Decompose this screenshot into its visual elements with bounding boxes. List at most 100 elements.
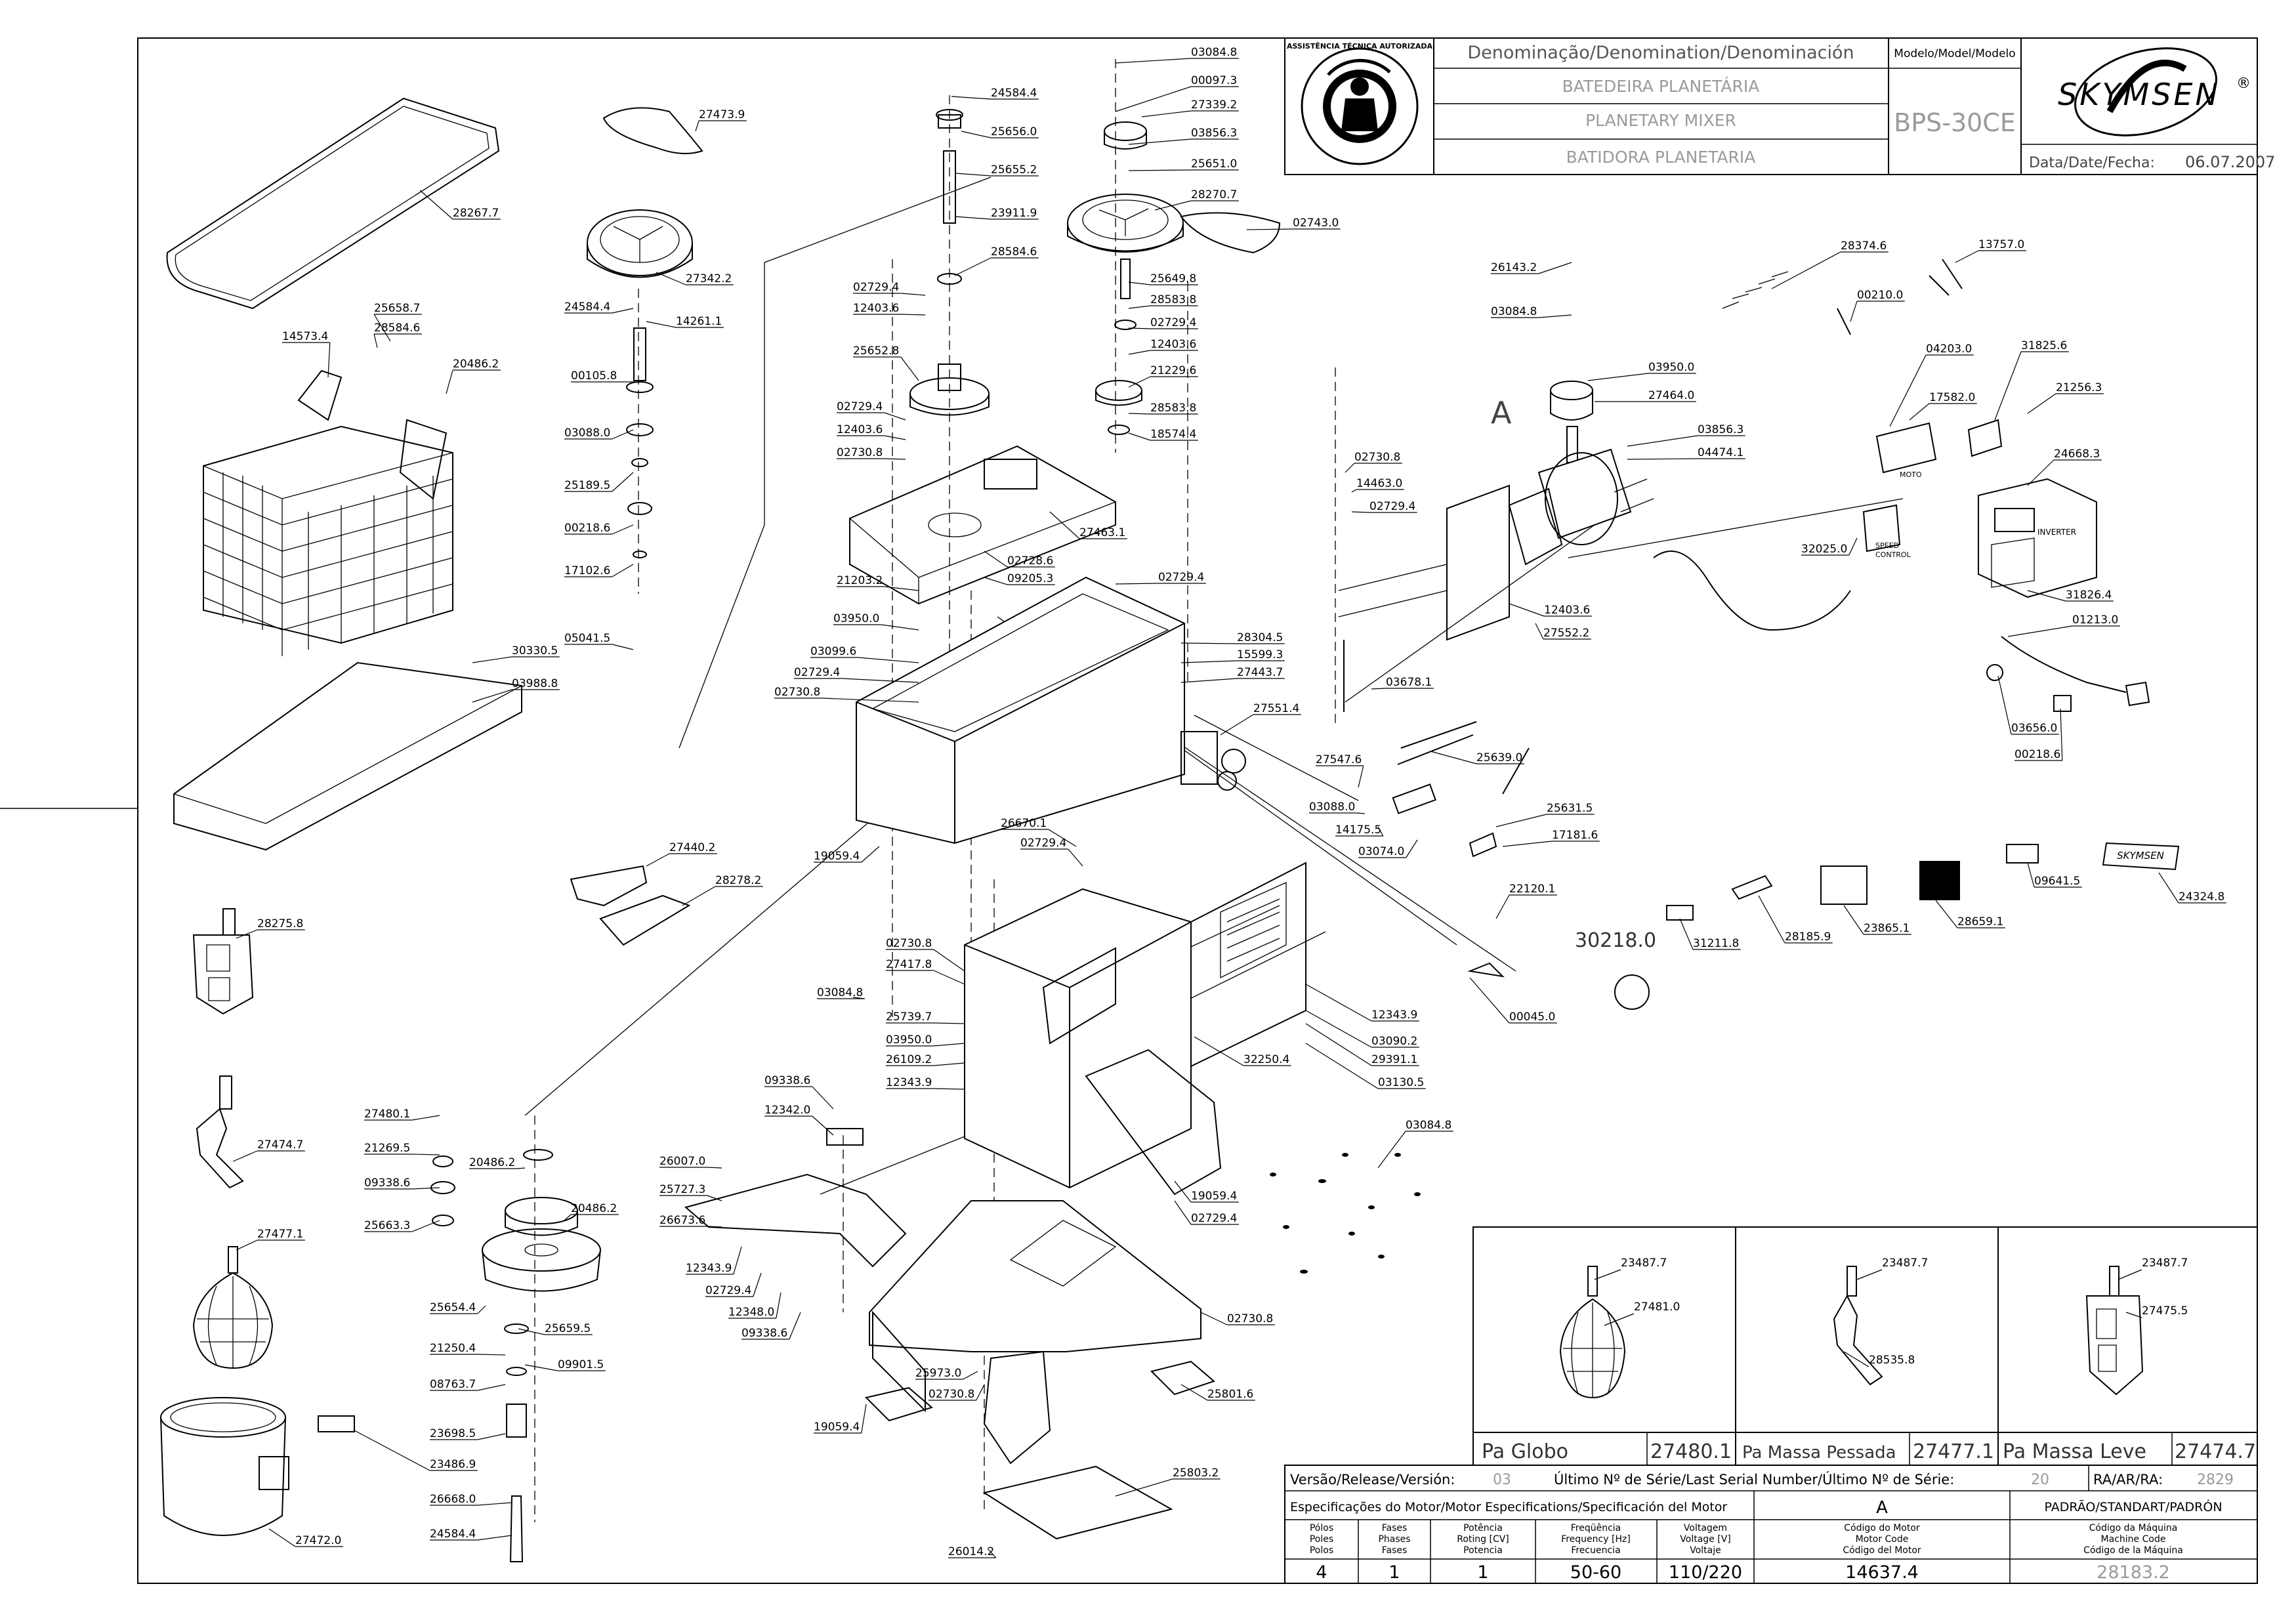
part-number-label: 25652.8 xyxy=(853,344,899,358)
part-number-label: 28267.7 xyxy=(453,207,499,220)
part-leader-line xyxy=(1128,169,1192,171)
part-leader-line xyxy=(1587,373,1649,381)
part-number-label: 14463.0 xyxy=(1356,477,1402,490)
accessory-name-1: Pa Globo xyxy=(1482,1440,1568,1463)
svg-text:Potência: Potência xyxy=(1463,1523,1503,1533)
part-number-label: 25663.3 xyxy=(364,1219,410,1232)
part-leader-line xyxy=(1994,351,2022,421)
svg-text:Machine Code: Machine Code xyxy=(2101,1534,2166,1545)
svg-text:Voltage [V]: Voltage [V] xyxy=(1680,1534,1730,1545)
part-leader-line xyxy=(1305,1043,1379,1089)
part-number-label: 02729.4 xyxy=(794,666,840,679)
part-number-label: 00045.0 xyxy=(1509,1010,1555,1024)
part-leader-line xyxy=(1305,984,1372,1022)
part-number-label: 17181.6 xyxy=(1552,829,1598,842)
part-number-label: 14175.5 xyxy=(1335,823,1381,837)
part-leader-line xyxy=(612,524,634,535)
part-number-label: 12403.6 xyxy=(1150,338,1196,351)
part-leader-line xyxy=(1180,678,1238,683)
part-leader-line xyxy=(984,577,1008,585)
part-number-label: 03099.6 xyxy=(810,645,856,658)
part-leader-line xyxy=(1128,281,1151,285)
part-leader-line xyxy=(1174,1200,1192,1225)
part-leader-line xyxy=(1509,603,1545,617)
part-number-label: 27547.6 xyxy=(1316,753,1362,766)
part-number-label: 27440.2 xyxy=(669,841,715,854)
part-leader-line xyxy=(1377,826,1384,837)
svg-text:Motor Code: Motor Code xyxy=(1856,1534,1909,1545)
version-value: 03 xyxy=(1493,1472,1511,1488)
svg-text:Fases: Fases xyxy=(1382,1523,1408,1533)
svg-text:Polos: Polos xyxy=(1310,1545,1333,1556)
part-number-label: 27480.1 xyxy=(364,1108,410,1121)
part-number-label: 25727.3 xyxy=(659,1183,705,1196)
part-leader-line xyxy=(518,1328,545,1335)
part-number-label: 12403.6 xyxy=(837,423,883,436)
part-leader-line xyxy=(1200,1312,1228,1325)
part-leader-line xyxy=(472,656,512,663)
part-leader-line xyxy=(1115,86,1192,112)
svg-text:Phases: Phases xyxy=(1378,1534,1410,1545)
title-block: ASSISTÊNCIA TÉCNICA AUTORIZADA Denominaç… xyxy=(1284,37,2275,175)
part-number-label: 03090.2 xyxy=(1371,1035,1417,1048)
part-number-label: 09338.6 xyxy=(364,1176,410,1190)
part-leader-line xyxy=(477,1305,486,1314)
part-leader-line xyxy=(1679,918,1694,950)
part-number-label: 04203.0 xyxy=(1926,343,1972,356)
part-leader-line xyxy=(900,314,926,316)
part-number-label: 27473.9 xyxy=(699,108,745,121)
part-number-label: 03678.1 xyxy=(1386,676,1432,689)
accessory-name-3: Pa Massa Leve xyxy=(2003,1440,2146,1463)
part-number-label: 09205.3 xyxy=(1007,572,1053,585)
bowl-hooks xyxy=(570,865,691,946)
part-number-label: 28584.6 xyxy=(991,245,1037,259)
motor-letter-header: A xyxy=(1876,1498,1888,1518)
part-leader-line xyxy=(1356,812,1366,814)
part-leader-line xyxy=(373,314,391,342)
part-number-label: 21250.4 xyxy=(430,1342,476,1355)
part-leader-line xyxy=(1909,403,1930,421)
column-body xyxy=(964,888,1222,1196)
bowl-clip xyxy=(318,1415,355,1432)
part-leader-line xyxy=(884,412,906,421)
part-leader-line xyxy=(2007,625,2073,637)
part-leader-line xyxy=(822,697,919,703)
part-leader-line xyxy=(1889,354,1927,427)
svg-text:Código da Máquina: Código da Máquina xyxy=(2089,1523,2178,1533)
part-number-label: 20486.2 xyxy=(469,1156,515,1169)
part-leader-line xyxy=(612,644,634,650)
part-leader-line xyxy=(852,997,865,999)
ra-label: RA/AR/RA: xyxy=(2093,1472,2163,1488)
svg-text:Código do Motor: Código do Motor xyxy=(1844,1523,1920,1533)
part-number-label: 27551.4 xyxy=(1253,702,1299,715)
part-number-label: 09641.5 xyxy=(2034,875,2080,888)
part-leader-line xyxy=(1771,251,1841,289)
part-number-label: 28304.5 xyxy=(1237,631,1283,644)
part-leader-line xyxy=(1758,895,1785,944)
part-number-label: 25658.7 xyxy=(374,302,420,315)
part-leader-line xyxy=(1495,814,1547,827)
part-leader-line xyxy=(1430,751,1477,764)
part-leader-line xyxy=(1048,829,1077,847)
part-number-label: 02729.4 xyxy=(853,281,899,294)
standard-header: PADRÃO/STANDART/PADRÓN xyxy=(2044,1499,2222,1514)
part-number-label: 27552.2 xyxy=(1543,627,1589,640)
part-leader-line xyxy=(2027,862,2035,888)
part-number-label: 09901.5 xyxy=(558,1358,604,1371)
part-leader-line xyxy=(477,1502,512,1506)
part-leader-line xyxy=(1955,250,1979,263)
part-number-label: 05041.5 xyxy=(564,632,610,645)
part-leader-line xyxy=(884,435,906,440)
seal-text: ASSISTÊNCIA TÉCNICA AUTORIZADA xyxy=(1287,42,1433,51)
part-number-label: 28659.1 xyxy=(1957,915,2003,928)
part-number-label: 27417.8 xyxy=(886,958,932,971)
part-leader-line xyxy=(1115,583,1159,585)
part-leader-line xyxy=(976,1384,985,1401)
part-number-label: 32025.0 xyxy=(1801,543,1847,556)
part-number-label: 31826.4 xyxy=(2066,589,2112,602)
part-leader-line xyxy=(477,1535,512,1541)
part-number-label: 21203.2 xyxy=(837,574,883,587)
part-number-label: 04474.1 xyxy=(1698,446,1743,459)
part-number-label: 02730.8 xyxy=(837,446,883,459)
part-number-label: 02730.8 xyxy=(774,686,820,699)
